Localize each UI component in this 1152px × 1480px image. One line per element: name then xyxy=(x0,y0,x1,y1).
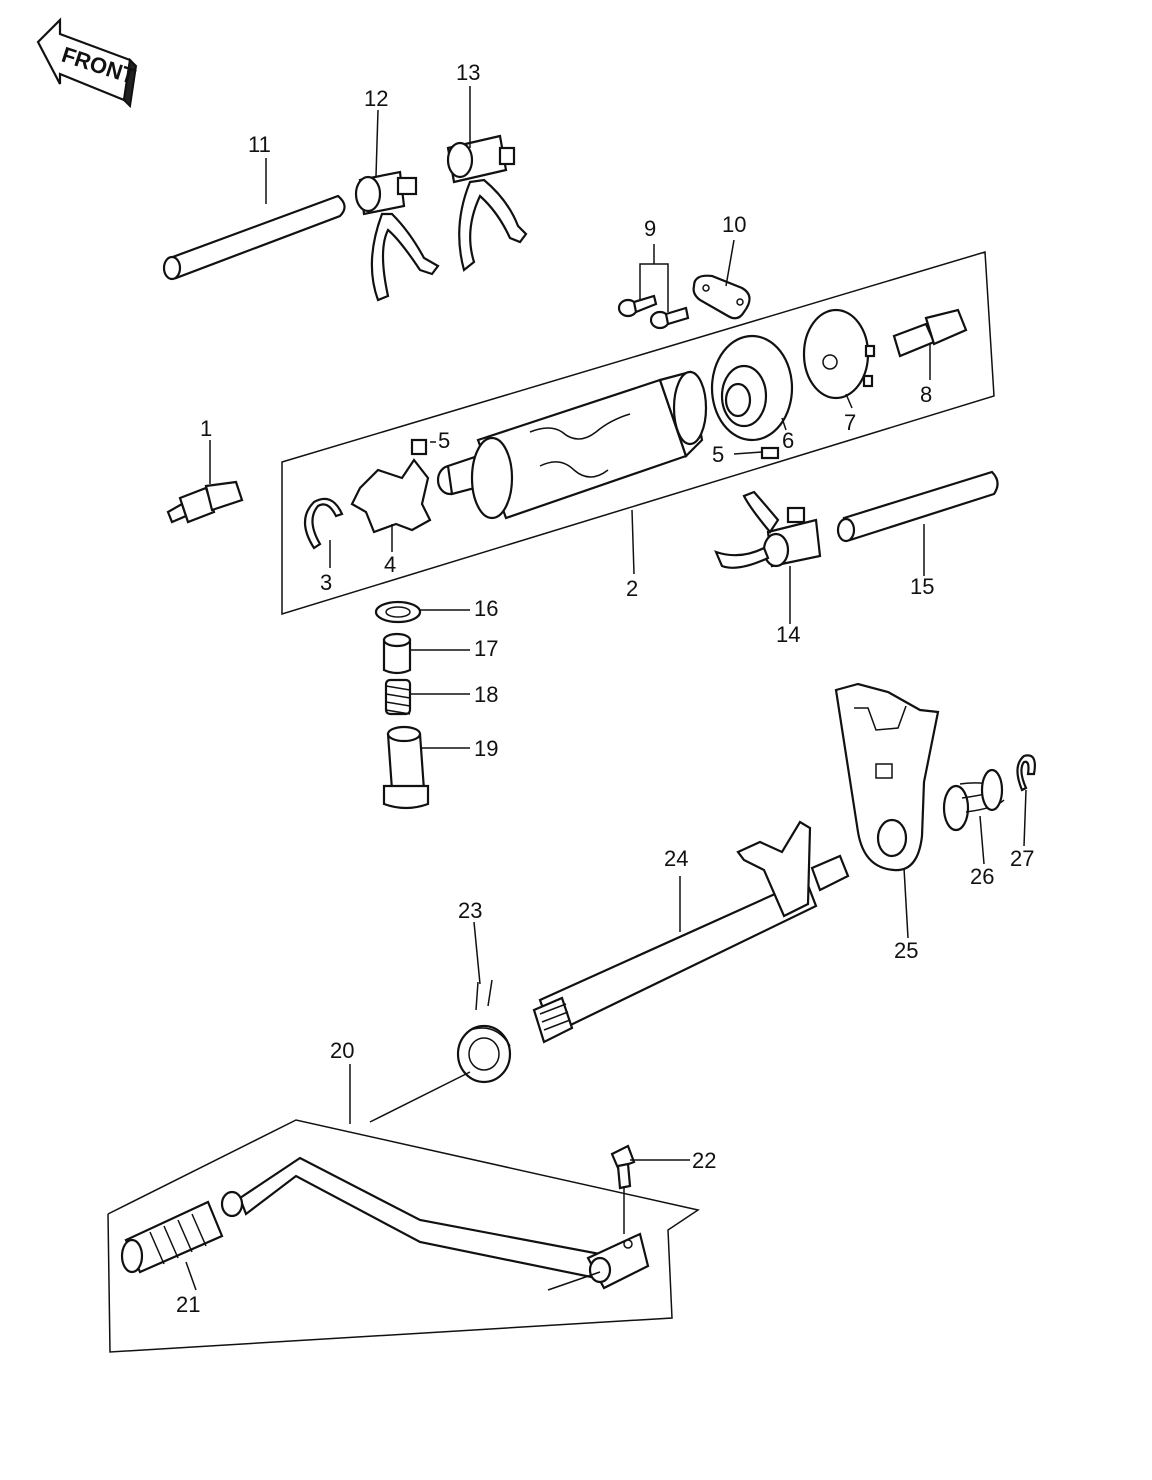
part-6-bearing xyxy=(710,334,794,442)
callout-3: 3 xyxy=(320,570,332,595)
callout-12: 12 xyxy=(364,86,388,111)
callout-2: 2 xyxy=(626,576,638,601)
callout-27: 27 xyxy=(1010,846,1034,871)
part-11-shift-rod xyxy=(162,194,346,281)
callout-20: 20 xyxy=(330,1038,354,1063)
part-8-bolt xyxy=(892,308,968,358)
part-16-washer xyxy=(374,600,422,624)
part-14-shift-fork xyxy=(714,490,822,569)
callout-6: 6 xyxy=(782,428,794,453)
leader-lines xyxy=(185,86,1027,1291)
part-21-pedal-rubber xyxy=(120,1200,224,1274)
part-25-shift-arm xyxy=(834,682,940,872)
drum-assembly-outline xyxy=(281,251,995,616)
front-arrow: FRONT xyxy=(36,17,139,109)
callout-21: 21 xyxy=(176,1292,200,1317)
part-17-detent-plunger xyxy=(382,632,412,675)
part-24-shift-shaft xyxy=(532,820,850,1044)
callout-5-upper: 5 xyxy=(438,428,450,453)
part-7-cam-plate xyxy=(802,308,876,400)
callout-11: 11 xyxy=(248,132,271,157)
part-19-plug-bolt xyxy=(382,725,430,810)
callout-15: 15 xyxy=(910,574,934,599)
part-26-spring xyxy=(942,768,1005,832)
part-9-screws xyxy=(617,263,690,330)
callout-17: 17 xyxy=(474,636,498,661)
part-18-spring xyxy=(384,678,412,716)
part-22-bolt xyxy=(610,1144,636,1190)
callout-4: 4 xyxy=(384,552,396,577)
part-23-return-spring xyxy=(456,979,512,1084)
part-27-circlip xyxy=(1016,754,1036,792)
callout-22: 22 xyxy=(692,1148,716,1173)
part-1-neutral-switch xyxy=(166,480,244,524)
callout-13: 13 xyxy=(456,60,480,85)
callout-18: 18 xyxy=(474,682,498,707)
callout-10: 10 xyxy=(722,212,746,237)
part-10-plate xyxy=(692,274,751,320)
callout-23: 23 xyxy=(458,898,482,923)
part-13-shift-fork xyxy=(446,134,528,272)
part-15-shift-rod xyxy=(836,470,999,543)
part-2-shift-drum xyxy=(436,370,708,520)
part-5-pin-upper xyxy=(410,438,428,456)
callout-numbers: 1 2 3 4 5 5 6 7 8 9 10 11 12 13 14 15 16… xyxy=(176,60,1034,1317)
callout-19: 19 xyxy=(474,736,498,761)
part-5-pin-lower xyxy=(760,446,780,460)
callout-1: 1 xyxy=(200,416,212,441)
callout-26: 26 xyxy=(970,864,994,889)
callout-7: 7 xyxy=(844,410,856,435)
pedal-assembly-outline xyxy=(107,1119,700,1353)
part-3-circlip xyxy=(303,497,344,550)
callout-14: 14 xyxy=(776,622,800,647)
callout-9: 9 xyxy=(644,216,656,241)
callout-8: 8 xyxy=(920,382,932,407)
callout-5-lower: 5 xyxy=(712,442,724,467)
callout-24: 24 xyxy=(664,846,688,871)
callout-25: 25 xyxy=(894,938,918,963)
part-12-shift-fork xyxy=(354,170,440,302)
part-4-star-plate xyxy=(350,458,432,534)
callout-16: 16 xyxy=(474,596,498,621)
part-20-shift-pedal xyxy=(220,1156,650,1290)
